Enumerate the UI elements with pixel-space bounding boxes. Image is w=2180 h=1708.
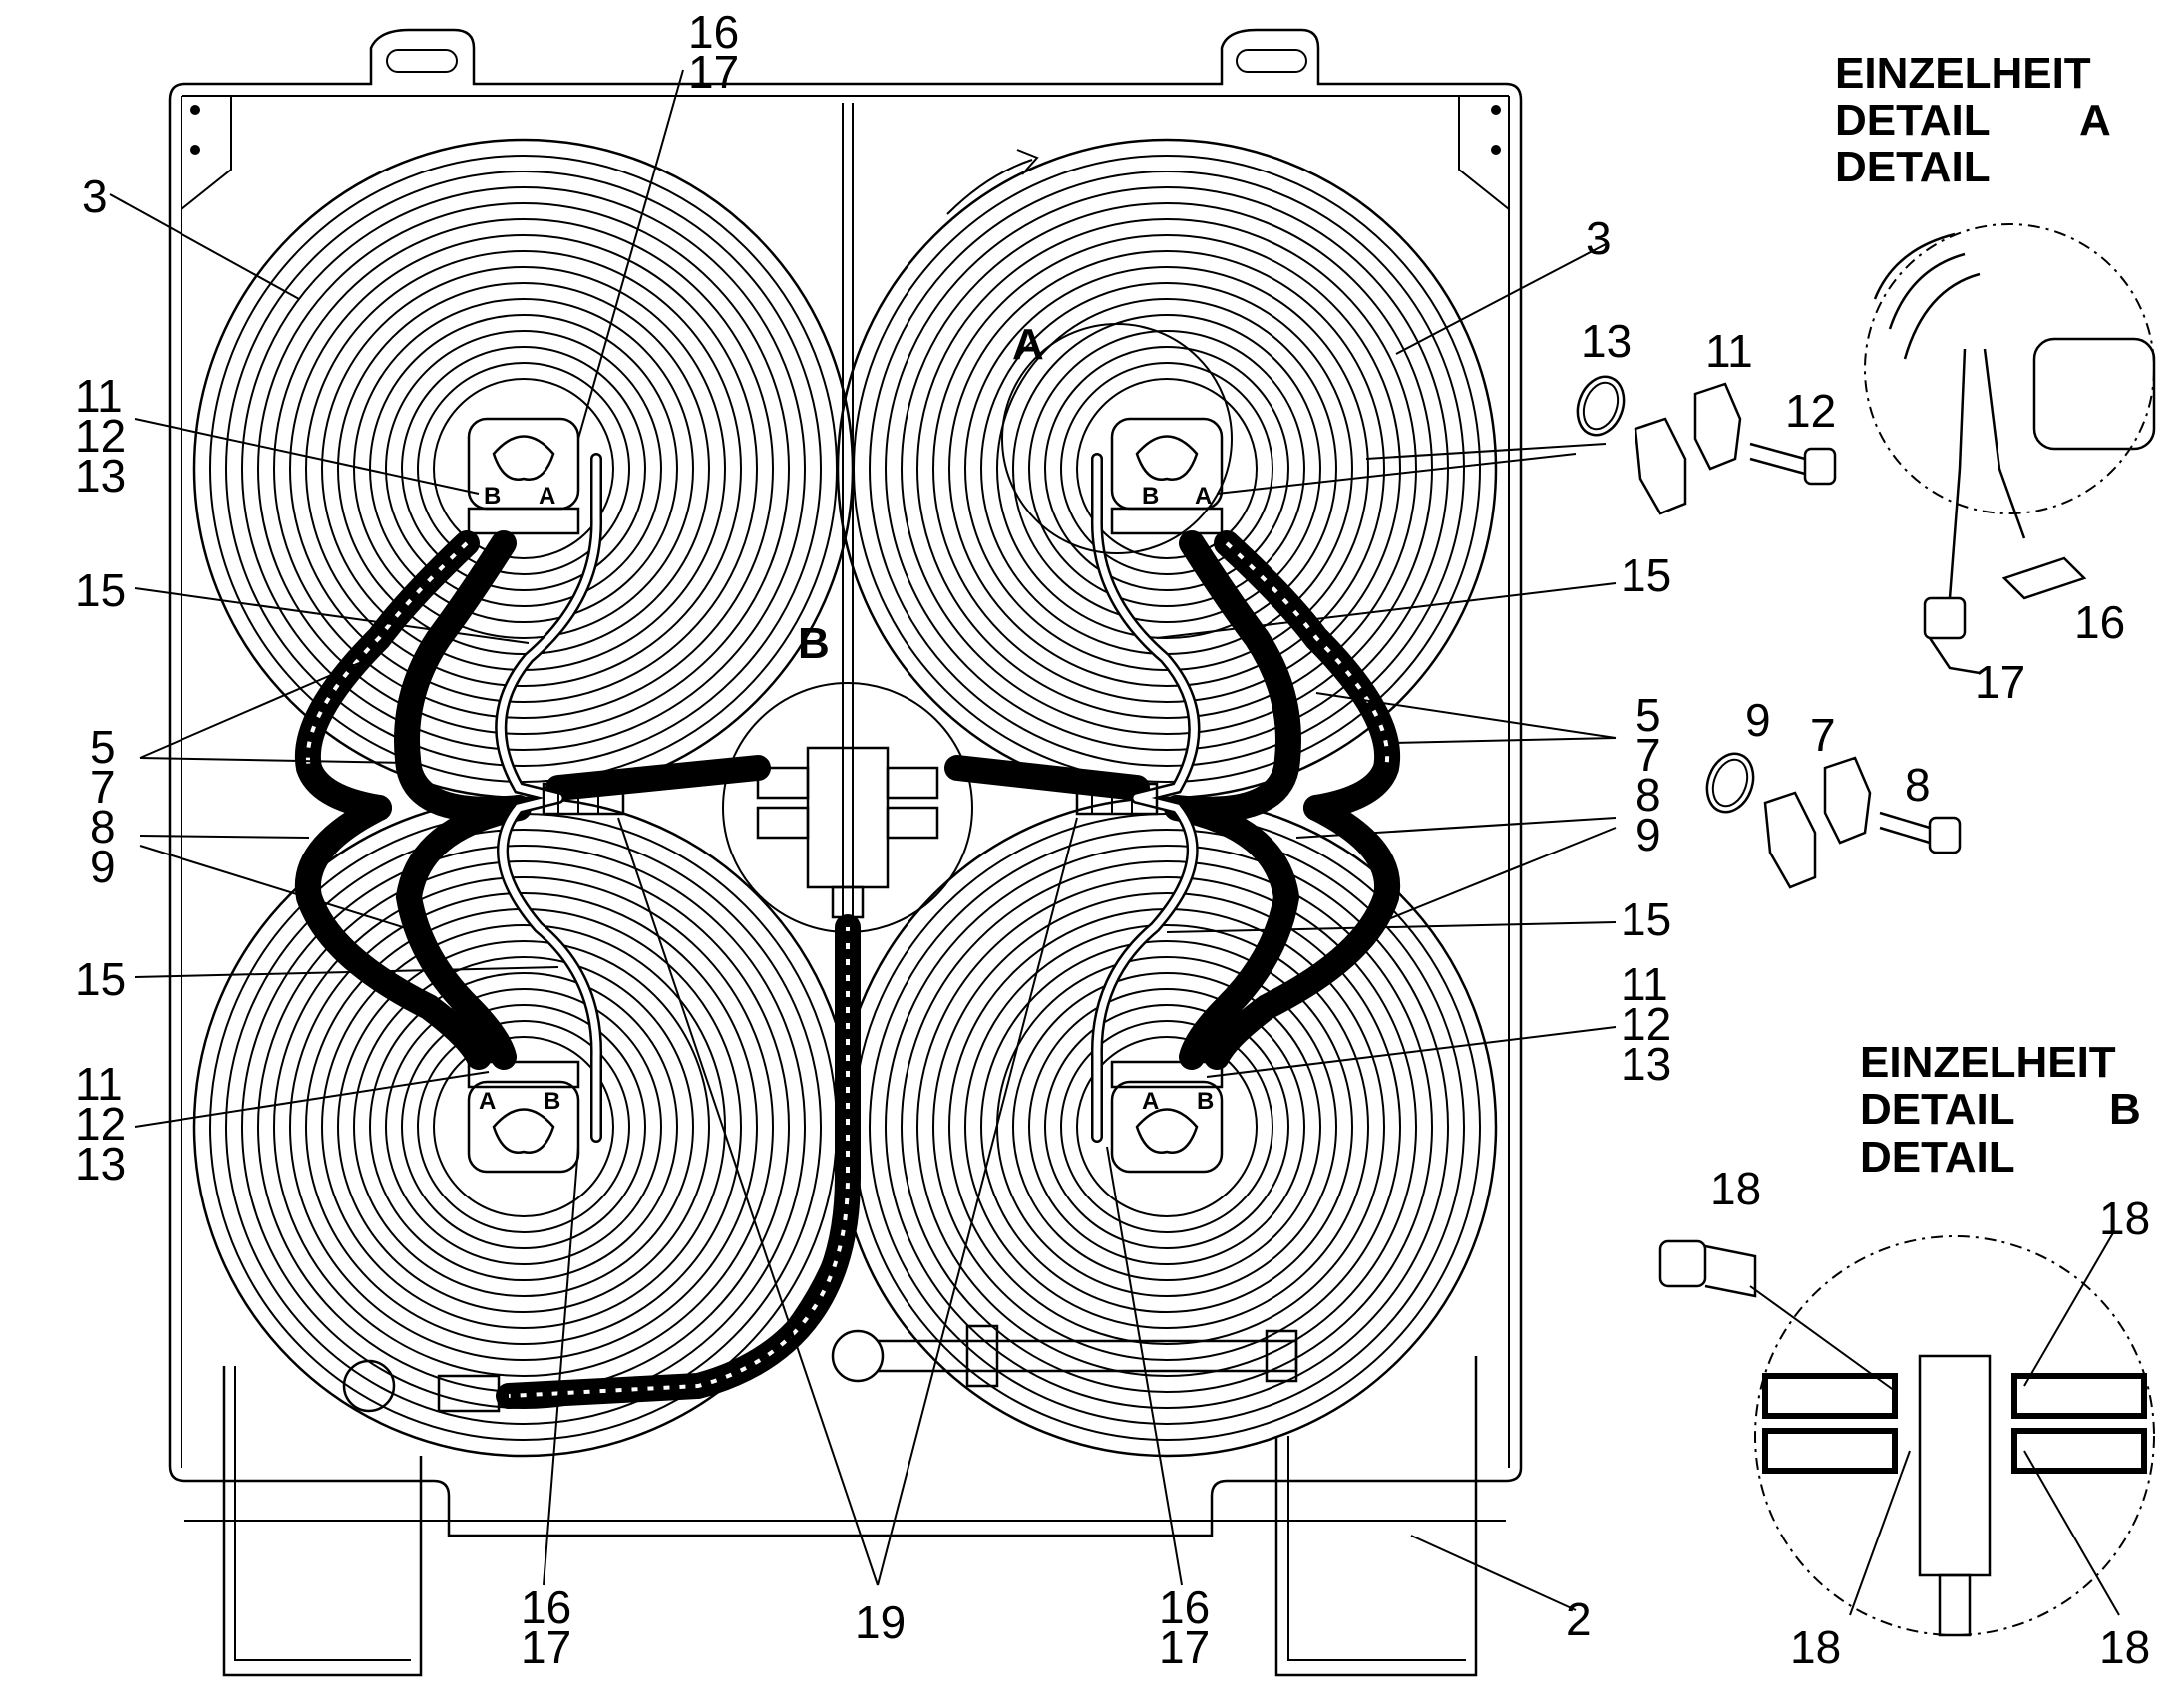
heating-coil-top-right (836, 138, 1498, 800)
detail-a-title-3: DETAIL (1835, 143, 1991, 191)
detail-b-letter: B (2109, 1085, 2141, 1134)
label-13: 13 (1621, 1038, 1671, 1090)
label-18: 18 (2099, 1193, 2150, 1244)
label-15: 15 (75, 953, 126, 1005)
label-18: 18 (1790, 1621, 1841, 1673)
hydraulic-motor-bottom-left: A B (467, 1060, 580, 1174)
parts-set-11-12-13: 13 11 12 (1576, 315, 1837, 515)
label-17: 17 (688, 46, 739, 98)
label-11: 11 (1705, 325, 1753, 377)
port-a-label: A (1195, 483, 1212, 510)
label-8: 8 (1905, 759, 1931, 811)
detail-b: EINZELHEIT DETAIL B DETAIL 18 18 18 18 (1658, 1038, 2155, 1673)
label-5: 5 (90, 721, 116, 773)
port-b-label: B (484, 483, 501, 510)
label-12: 12 (1621, 998, 1671, 1050)
label-15: 15 (75, 564, 126, 616)
label-17: 17 (521, 1621, 571, 1673)
tubes (495, 453, 1201, 1143)
label-16: 16 (1159, 1581, 1210, 1633)
label-11: 11 (75, 370, 123, 422)
label-17: 17 (1159, 1621, 1210, 1673)
label-16: 16 (521, 1581, 571, 1633)
label-16: 16 (2074, 596, 2125, 648)
detail-b-title-2: DETAIL (1860, 1085, 2015, 1134)
label-18: 18 (2099, 1621, 2150, 1673)
port-a-label: A (539, 483, 555, 510)
detail-a-title-2: DETAIL (1835, 96, 1991, 145)
label-9: 9 (1635, 809, 1661, 860)
label-9: 9 (1745, 694, 1771, 746)
detail-a: EINZELHEIT DETAIL A DETAIL 16 17 (1835, 49, 2156, 708)
leader-lines (109, 69, 1617, 1611)
detail-a-letter: A (2079, 96, 2111, 145)
label-16: 16 (688, 6, 739, 58)
label-15: 15 (1621, 893, 1671, 945)
label-17: 17 (1975, 656, 2025, 708)
label-12: 12 (1785, 385, 1836, 437)
parts-set-7-8-9: 9 7 8 (1705, 694, 1962, 889)
detail-a-marker (1001, 323, 1233, 554)
label-13: 13 (1581, 315, 1632, 367)
port-b-label: B (1197, 1088, 1214, 1115)
detail-b-title-1: EINZELHEIT (1860, 1038, 2116, 1087)
label-12: 12 (75, 410, 126, 462)
label-coil: 3 (82, 171, 108, 222)
callout-labels: 3 3 2 A B 11 12 13 15 5 7 8 9 15 11 12 1… (75, 6, 1671, 1673)
label-7: 7 (90, 761, 116, 813)
hydraulic-motor-bottom-right: A B (1110, 1060, 1224, 1174)
label-9: 9 (90, 841, 116, 892)
label-7: 7 (1810, 709, 1836, 761)
label-18: 18 (1710, 1163, 1761, 1214)
label-7: 7 (1635, 729, 1661, 781)
label-detail-b: B (798, 619, 830, 668)
rotation-arrow (946, 149, 1039, 215)
hydraulic-motor-top-left: B A (467, 417, 580, 535)
port-a-label: A (1142, 1088, 1159, 1115)
hydraulic-motor-top-right: B A (1110, 417, 1224, 535)
label-11: 11 (75, 1058, 123, 1110)
label-8: 8 (1635, 769, 1661, 821)
lower-pipe (342, 1324, 1298, 1413)
label-19: 19 (855, 1596, 906, 1648)
label-detail-a: A (1012, 320, 1044, 369)
label-coil: 3 (1586, 212, 1612, 264)
detail-b-title-3: DETAIL (1860, 1133, 2015, 1182)
heating-coil-top-left (192, 138, 855, 800)
detail-b-marker (722, 682, 973, 933)
label-12: 12 (75, 1098, 126, 1150)
port-b-label: B (544, 1088, 560, 1115)
detail-a-title-1: EINZELHEIT (1835, 49, 2091, 98)
label-13: 13 (75, 1138, 126, 1190)
port-a-label: A (479, 1088, 496, 1115)
label-5: 5 (1635, 689, 1661, 741)
port-b-label: B (1142, 483, 1159, 510)
label-15: 15 (1621, 549, 1671, 601)
label-11: 11 (1621, 958, 1668, 1010)
label-13: 13 (75, 450, 126, 502)
label-8: 8 (90, 801, 116, 853)
label-frame: 2 (1566, 1593, 1592, 1645)
